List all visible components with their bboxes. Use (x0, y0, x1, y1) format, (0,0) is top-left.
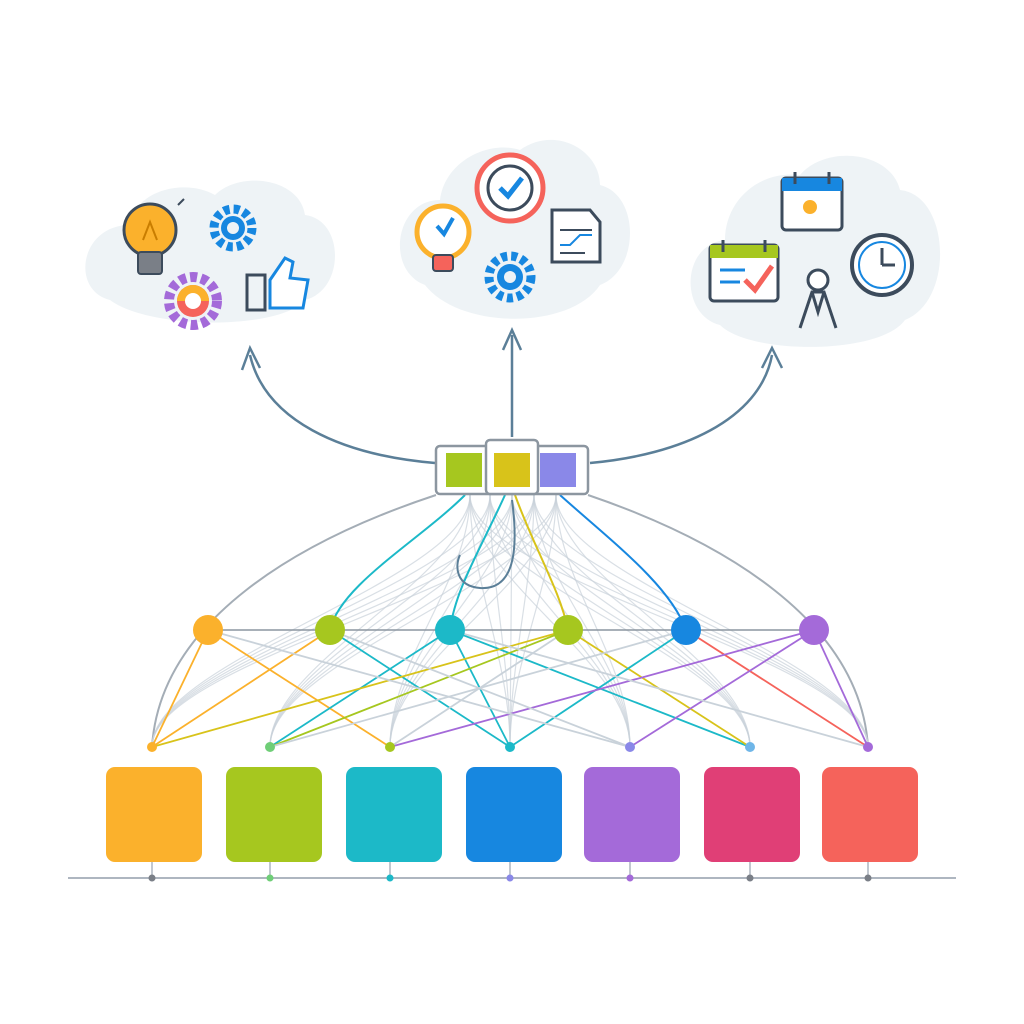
person-icon (798, 268, 838, 329)
anchor-dot (625, 742, 635, 752)
cross-link (509, 629, 687, 748)
hub-cell (446, 453, 482, 487)
mesh-line (469, 494, 751, 748)
baseline-dot (386, 874, 394, 882)
lightbulb-check-icon (414, 203, 472, 272)
cross-link (629, 629, 815, 748)
network-node (553, 615, 583, 645)
clock-icon (850, 233, 914, 297)
anchor-dot (745, 742, 755, 752)
mesh-line (533, 494, 631, 748)
mesh-line (269, 494, 491, 748)
baseline-dot (506, 874, 514, 882)
baseline-dot (148, 874, 156, 882)
cross-link (685, 629, 869, 748)
mesh-line (151, 494, 557, 748)
color-block (226, 767, 322, 862)
outer-arc (587, 494, 869, 748)
gear-icon (209, 204, 257, 252)
color-block (106, 767, 202, 862)
cross-link (151, 629, 209, 748)
mesh-line (269, 494, 471, 748)
cross-link (389, 629, 569, 748)
calendar-icon (780, 172, 844, 232)
block-row (106, 742, 918, 877)
mesh-line (555, 494, 751, 748)
colorful-gear-icon (164, 272, 222, 330)
baseline-dot (266, 874, 274, 882)
cross-link (151, 629, 569, 748)
mesh-line (489, 494, 751, 748)
color-block (466, 767, 562, 862)
network-node (671, 615, 701, 645)
network-node (315, 615, 345, 645)
mesh-line (469, 494, 631, 748)
mesh-line (533, 494, 869, 748)
hub-cell (540, 453, 576, 487)
thumbs-up-icon (245, 256, 310, 312)
mesh-line (269, 494, 535, 748)
cross-link (207, 629, 631, 748)
network-node (193, 615, 223, 645)
cross-link (389, 629, 815, 748)
color-block (704, 767, 800, 862)
calendar-check-icon (708, 240, 780, 303)
document-icon (550, 208, 602, 264)
hub-cell (494, 453, 530, 487)
lightbulb-icon (122, 198, 185, 275)
anchor-dot (147, 742, 157, 752)
anchor-dot (385, 742, 395, 752)
baseline-dots (148, 874, 872, 882)
cross-link (207, 629, 391, 748)
hub-link (559, 494, 687, 631)
color-block (584, 767, 680, 862)
hub-connector (434, 438, 590, 496)
mesh-line (389, 494, 557, 748)
mesh-line (269, 494, 557, 748)
arrow-to-schedule (589, 354, 774, 465)
arrow-to-ideas (248, 354, 436, 465)
anchor-dot (863, 742, 873, 752)
baseline-dot (864, 874, 872, 882)
baseline-dot (746, 874, 754, 882)
mesh-line (389, 494, 471, 748)
top-node-row (193, 615, 829, 645)
loop-link (456, 499, 516, 590)
arrow-head (501, 326, 523, 351)
arrow-head (760, 345, 784, 369)
mesh-line (533, 494, 751, 748)
arrow-head (240, 344, 262, 371)
outer-arc (151, 494, 437, 748)
cross-link (449, 629, 869, 748)
baseline-dot (626, 874, 634, 882)
target-icon (474, 152, 546, 224)
mesh-line (511, 494, 751, 748)
mesh-line (555, 494, 631, 748)
mesh-line (389, 494, 535, 748)
cross-link (813, 629, 869, 748)
gear-icon (484, 251, 536, 303)
color-block (822, 767, 918, 862)
network-node (799, 615, 829, 645)
network-lines (151, 494, 869, 748)
cross-link (151, 629, 331, 748)
connector-arrows (240, 326, 784, 465)
mesh-line (269, 494, 513, 748)
anchor-dot (265, 742, 275, 752)
network-node (435, 615, 465, 645)
color-block (346, 767, 442, 862)
hub-link (329, 494, 466, 631)
tasks-cloud (399, 139, 630, 319)
anchor-dot (505, 742, 515, 752)
